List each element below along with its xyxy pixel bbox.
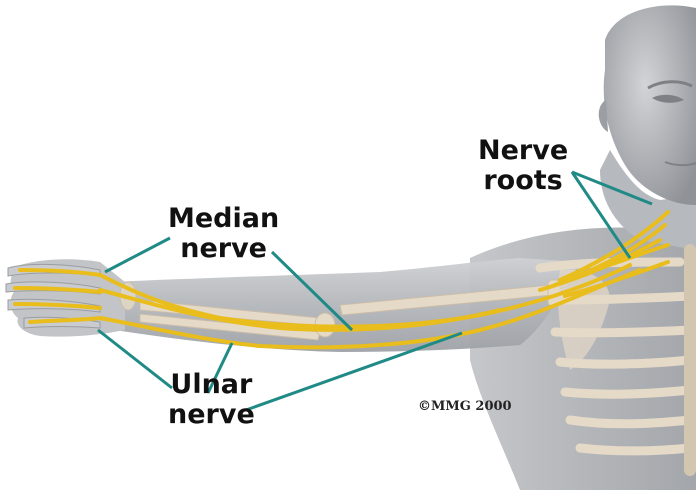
median-nerve-label: Median nerve [168,204,279,264]
ulnar-leader-arm-2 [245,331,463,412]
nerve-bundle [13,210,670,350]
ulnar-label-line2: nerve [168,399,255,430]
ulnar-leader-hand [97,328,173,390]
median-leader-hand [104,236,171,274]
roots-leader-2 [570,171,632,259]
ulnar-label-line1: Ulnar [170,369,253,400]
roots-label-line2: roots [483,165,563,196]
neck [600,150,696,250]
mouth [664,161,696,167]
brow [647,80,693,90]
ulnar-nerve-path [98,268,642,350]
copyright-notice: ©MMG 2000 [418,399,512,414]
median-label-line1: Median [168,203,280,234]
roots-label-line1: Nerve [478,135,569,166]
median-leader-arm [270,250,354,332]
ulnar-nerve-label: Ulnar nerve [168,370,255,430]
ulnar-leader-arm-1 [206,342,234,394]
ear [598,100,608,132]
leader-lines [97,170,653,412]
head [603,5,696,205]
eye [652,94,684,103]
nerve-roots-label: Nerve roots [478,136,568,196]
median-label-line2: nerve [180,233,267,264]
roots-leader-1 [571,170,653,206]
median-nerve-path [98,263,632,329]
